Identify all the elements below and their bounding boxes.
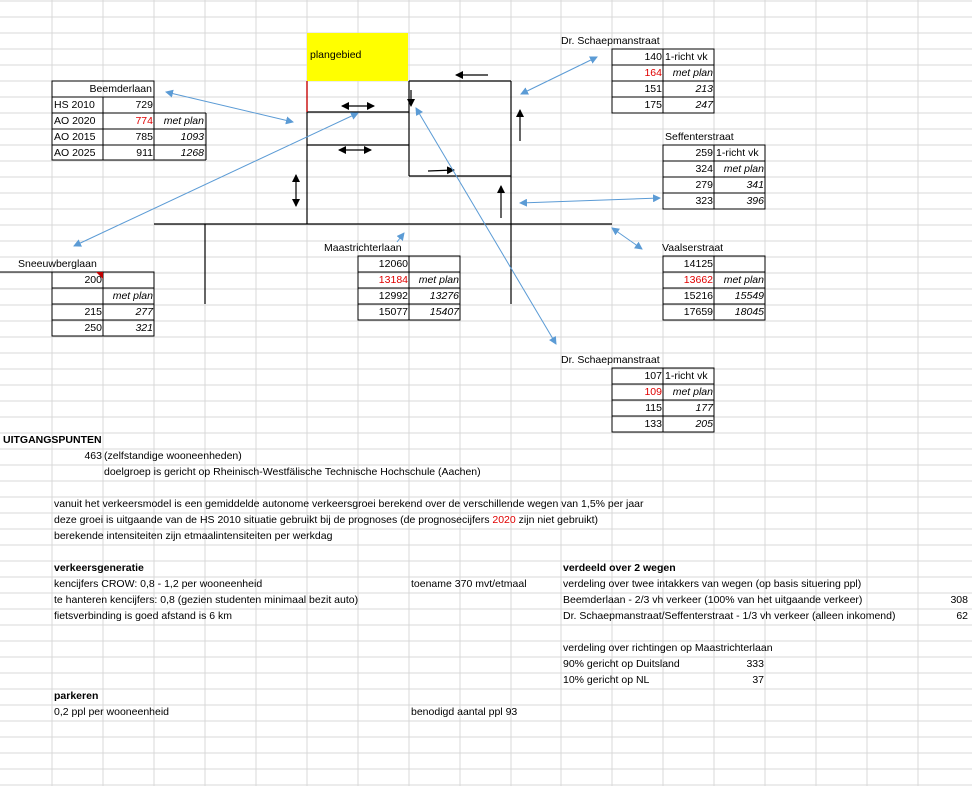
schaepman-top-value-3[interactable]: 175 (644, 99, 662, 111)
parkeren-heading[interactable]: parkeren (54, 690, 99, 702)
vaalser-plan-2[interactable]: 15549 (734, 290, 764, 302)
growth-line-1[interactable]: vanuit het verkeersmodel is een gemiddel… (54, 498, 644, 510)
maastrichter-value-3[interactable]: 15077 (378, 306, 408, 318)
schaepman-bottom-plan-3[interactable]: 205 (695, 418, 713, 430)
crow-text[interactable]: kencijfers CROW: 0,8 - 1,2 per wooneenhe… (54, 578, 263, 590)
schaepman-bottom-value-2[interactable]: 115 (645, 402, 662, 414)
table-borders (0, 48, 766, 433)
hanteren-text[interactable]: te hanteren kencijfers: 0,8 (gezien stud… (54, 594, 359, 606)
sneeuwberg-value-2[interactable]: 215 (84, 306, 102, 318)
schaepman-top-title: Dr. Schaepmanstraat (561, 35, 660, 47)
vaalser-plan-1[interactable]: met plan (723, 274, 764, 286)
beemderlaan-label-0[interactable]: HS 2010 (54, 99, 95, 111)
beemderlaan-plan-3[interactable]: 1268 (180, 147, 204, 159)
maastrichter-value-0[interactable]: 12060 (378, 258, 408, 270)
beemderlaan-label-2[interactable]: AO 2015 (54, 131, 96, 143)
beemderlaan-value-3[interactable]: 911 (136, 147, 153, 159)
verdeeld-heading[interactable]: verdeeld over 2 wegen (563, 562, 676, 574)
nl-value[interactable]: 37 (752, 674, 764, 686)
sneeuwberg-plan-1[interactable]: met plan (112, 290, 153, 302)
plangebied-area[interactable]: plangebied (307, 33, 408, 81)
schaepman-top-plan-0[interactable]: 1-richt vk (665, 51, 708, 63)
vaalser-plan-3[interactable]: 18045 (734, 306, 764, 318)
vaalser-value-2[interactable]: 15216 (683, 290, 713, 302)
parkeren-norm[interactable]: 0,2 ppl per wooneenheid (54, 706, 170, 718)
duitsland-text[interactable]: 90% gericht op Duitsland (563, 658, 680, 670)
comment-indicator (96, 272, 103, 279)
sneeuwberg-plan-2[interactable]: 277 (135, 306, 153, 318)
seffenter-title: Seffenterstraat (665, 131, 734, 143)
sneeuwberg-plan-3[interactable]: 321 (135, 322, 153, 334)
schaepman-top-value-0[interactable]: 140 (644, 51, 662, 63)
schaepman-top-plan-2[interactable]: 213 (695, 83, 713, 95)
sneeuwberg-value-0[interactable]: 200 (84, 274, 102, 286)
schaepman-bottom-value-0[interactable]: 107 (644, 370, 662, 382)
vaalser-value-0[interactable]: 14125 (683, 258, 713, 270)
verdeling-intro[interactable]: verdeling over twee intakkers van wegen … (563, 578, 862, 590)
schaepman-bottom-value-1[interactable]: 109 (644, 386, 662, 398)
toename-text[interactable]: toename 370 mvt/etmaal (411, 578, 527, 590)
beemderlaan-share-text[interactable]: Beemderlaan - 2/3 vh verkeer (100% van h… (563, 594, 863, 606)
doelgroep-text[interactable]: doelgroep is gericht op Rheinisch-Westfä… (104, 466, 481, 478)
fiets-text[interactable]: fietsverbinding is goed afstand is 6 km (54, 610, 233, 622)
schaepman-top-value-2[interactable]: 151 (644, 83, 662, 95)
seffenter-plan-2[interactable]: 341 (746, 179, 764, 191)
schaepman-bottom-plan-1[interactable]: met plan (672, 386, 713, 398)
seffenter-plan-0[interactable]: 1-richt vk (716, 147, 759, 159)
nl-text[interactable]: 10% gericht op NL (563, 674, 650, 686)
duitsland-value[interactable]: 333 (746, 658, 764, 670)
seffenter-value-2[interactable]: 279 (695, 179, 713, 191)
schaepman-share-value[interactable]: 62 (956, 610, 968, 622)
schaepman-bottom-plan-0[interactable]: 1-richt vk (665, 370, 708, 382)
schaepman-top-value-1[interactable]: 164 (644, 67, 662, 79)
growth-line-2[interactable]: deze groei is uitgaande van de HS 2010 s… (54, 512, 598, 528)
growth-line-3[interactable]: berekende intensiteiten zijn etmaalinten… (54, 530, 333, 542)
growth-line-2-year: 2020 (492, 514, 516, 526)
beemderlaan-label-1[interactable]: AO 2020 (54, 115, 96, 127)
plangebied-label: plangebied (310, 49, 362, 61)
schaepman-bottom-value-3[interactable]: 133 (644, 418, 662, 430)
schaepman-top-plan-1[interactable]: met plan (672, 67, 713, 79)
vaalser-value-1[interactable]: 13662 (683, 274, 713, 286)
seffenter-value-1[interactable]: 324 (695, 163, 713, 175)
maastrichter-plan-3[interactable]: 15407 (429, 306, 459, 318)
beemderlaan-value-2[interactable]: 785 (135, 131, 153, 143)
schaepman-share-text[interactable]: Dr. Schaepmanstraat/Seffenterstraat - 1/… (563, 610, 896, 622)
parkeren-benodigd[interactable]: benodigd aantal ppl 93 (411, 706, 518, 718)
beemderlaan-share-value[interactable]: 308 (950, 594, 968, 606)
direction-arrows (292, 71, 524, 218)
richtingen-text[interactable]: verdeling over richtingen op Maastrichte… (563, 642, 773, 654)
sneeuwberg-value-3[interactable]: 250 (84, 322, 102, 334)
seffenter-value-0[interactable]: 259 (695, 147, 713, 159)
uitgangspunten-heading[interactable]: UITGANGSPUNTEN (3, 434, 102, 446)
seffenter-plan-3[interactable]: 396 (746, 195, 764, 207)
beemderlaan-plan-1[interactable]: met plan (163, 115, 204, 127)
units-text[interactable]: (zelfstandige wooneenheden) (104, 450, 242, 462)
beemderlaan-title: Beemderlaan (89, 83, 152, 95)
maastrichter-plan-1[interactable]: met plan (418, 274, 459, 286)
seffenter-value-3[interactable]: 323 (695, 195, 713, 207)
maastrichter-value-2[interactable]: 12992 (378, 290, 408, 302)
schaepman-bottom-title: Dr. Schaepmanstraat (561, 354, 660, 366)
maastrichter-title: Maastrichterlaan (324, 242, 402, 254)
beemderlaan-label-3[interactable]: AO 2025 (54, 147, 96, 159)
beemderlaan-plan-2[interactable]: 1093 (180, 131, 204, 143)
units-value[interactable]: 463 (84, 450, 102, 462)
schaepman-top-plan-3[interactable]: 247 (695, 99, 713, 111)
sneeuwberg-title: Sneeuwberglaan (18, 258, 97, 270)
verkeersgeneratie-heading[interactable]: verkeersgeneratie (54, 562, 144, 574)
schaepman-bottom-plan-2[interactable]: 177 (695, 402, 713, 414)
vaalser-title: Vaalserstraat (662, 242, 724, 254)
growth-line-2-pre: deze groei is uitgaande van de HS 2010 s… (54, 514, 493, 526)
maastrichter-plan-2[interactable]: 13276 (429, 290, 459, 302)
callout-arrows (73, 56, 661, 345)
maastrichter-value-1[interactable]: 13184 (378, 274, 408, 286)
growth-line-2-post: zijn niet gebruikt) (515, 514, 599, 526)
vaalser-value-3[interactable]: 17659 (683, 306, 713, 318)
beemderlaan-value-0[interactable]: 729 (135, 99, 153, 111)
seffenter-plan-1[interactable]: met plan (723, 163, 764, 175)
beemderlaan-value-1[interactable]: 774 (135, 115, 153, 127)
